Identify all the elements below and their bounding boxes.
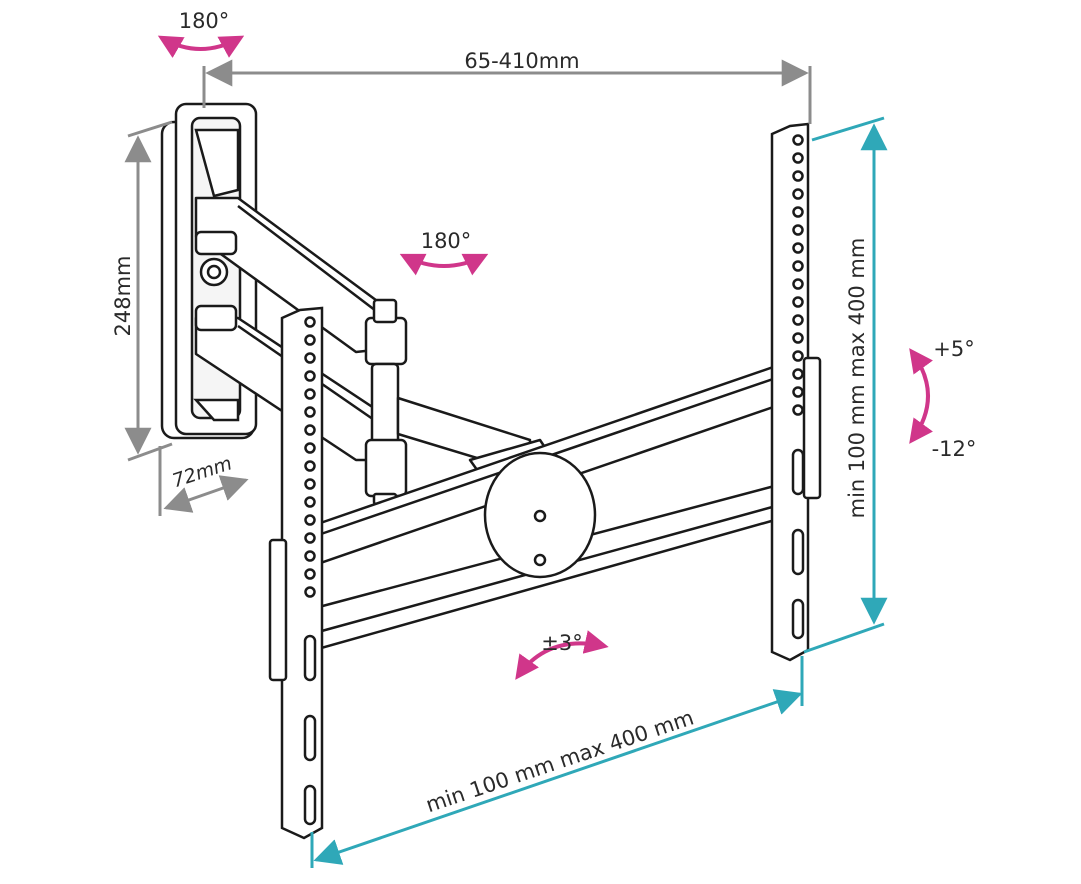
rotation-arm-arrow-icon (399, 253, 489, 276)
wall-plate (160, 102, 258, 440)
width-range-label: 65-410mm (464, 49, 579, 73)
rotation-top-label: 180° (179, 9, 230, 33)
tilt-up-label: +5° (933, 337, 974, 361)
swing-arms (194, 196, 562, 506)
vesa-vertical-label: min 100 mm max 400 mm (845, 238, 869, 519)
rotation-arm-label: 180° (421, 229, 472, 253)
level-adjust-arrow-icon (515, 630, 609, 680)
tilt-down-label: -12° (932, 437, 977, 461)
vesa-horizontal-label: min 100 mm max 400 mm (423, 705, 697, 817)
vesa-vertical-dimension (803, 116, 888, 654)
right-vertical-strip (770, 122, 822, 662)
dimension-width (202, 59, 812, 124)
dimension-plate-depth (158, 446, 249, 516)
plate-height-label: 248mm (111, 256, 135, 337)
vesa-horizontal-dimension (310, 656, 804, 868)
rotation-top-arrow-icon (157, 35, 245, 59)
tilt-arrow-icon (909, 348, 933, 444)
level-adjust-label: ±3° (541, 631, 582, 655)
dimension-plate-height (124, 120, 173, 462)
